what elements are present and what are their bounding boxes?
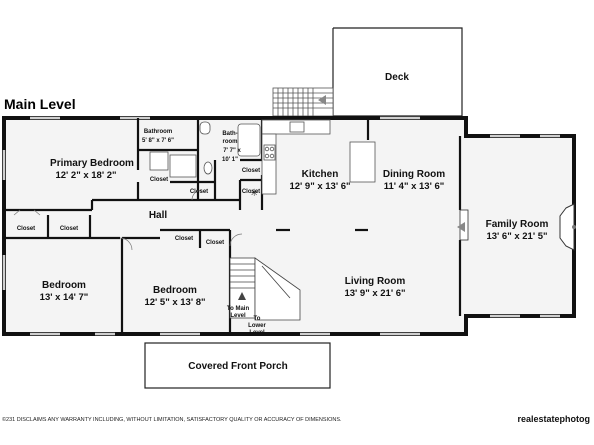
closet-label: Closet — [242, 168, 260, 174]
bedroom2-label: Bedroom — [153, 285, 197, 296]
windows — [2, 116, 560, 336]
hall-label: Hall — [149, 210, 168, 221]
level-title: Main Level — [4, 96, 76, 112]
bathroom2-dim-a: 7' 7" x — [223, 148, 241, 154]
brand-text: realestatephotog — [517, 414, 590, 424]
primary-bedroom-dim: 12' 2" x 18' 2" — [55, 170, 116, 181]
primary-bedroom-label: Primary Bedroom — [50, 158, 134, 169]
stairs-main-label-1: To Main — [227, 306, 250, 312]
door-swings — [13, 189, 243, 251]
bedroom1-dim: 13' x 14' 7" — [40, 292, 89, 303]
closet-label: Closet — [17, 226, 35, 232]
deck-label: Deck — [385, 72, 409, 83]
stairs-lower-label-2: Lower — [248, 323, 266, 329]
porch-outline — [144, 342, 331, 389]
exterior-walls — [2, 116, 576, 336]
dining-room-dim: 11' 4" x 13' 6" — [384, 181, 445, 192]
stairs — [229, 257, 301, 321]
bathroom2-label-a: Bath- — [222, 131, 237, 137]
deck-arrow-icon — [318, 95, 326, 105]
closet-label: Closet — [175, 236, 193, 242]
stairs-lower-label-3: Level — [249, 330, 265, 336]
bathroom2-label-b: room — [223, 139, 238, 145]
family-room-label: Family Room — [486, 219, 549, 230]
bathroom2-dim-b: 10' 1" — [222, 157, 238, 163]
disclaimer-text: ©231 DISCLAIMS ANY WARRANTY INCLUDING, W… — [2, 417, 342, 423]
stairs-main-label-2: Level — [230, 313, 246, 319]
living-room-dim: 13' 9" x 21' 6" — [344, 288, 405, 299]
bathroom1-label: Bathroom — [144, 129, 172, 135]
fireplace — [559, 203, 575, 251]
closet-label: Closet — [206, 240, 224, 246]
kitchen-label: Kitchen — [302, 169, 339, 180]
closet-label: Closet — [150, 177, 168, 183]
stairs-arrow-icon — [238, 292, 246, 300]
closet-label: Closet — [60, 226, 78, 232]
bathroom1-dim: 5' 8" x 7' 6" — [142, 138, 174, 144]
stairs-lower-label-1: To — [254, 316, 261, 322]
bedroom2-dim: 12' 5" x 13' 8" — [144, 297, 205, 308]
porch-label: Covered Front Porch — [188, 361, 287, 372]
bedroom1-label: Bedroom — [42, 280, 86, 291]
dining-room-label: Dining Room — [383, 169, 445, 180]
family-room-dim: 13' 6" x 21' 5" — [486, 231, 547, 242]
bath-fixtures — [149, 121, 261, 178]
kitchen-fixtures — [261, 119, 376, 195]
closet-label: Closet — [242, 189, 260, 195]
kitchen-dim: 12' 9" x 13' 6" — [289, 181, 350, 192]
closet-label: Closet — [190, 189, 208, 195]
living-room-label: Living Room — [345, 276, 406, 287]
fireplace-icon — [572, 225, 576, 229]
ac-icon: ✳ — [250, 188, 258, 199]
family-room-arrow-icon — [457, 222, 465, 232]
